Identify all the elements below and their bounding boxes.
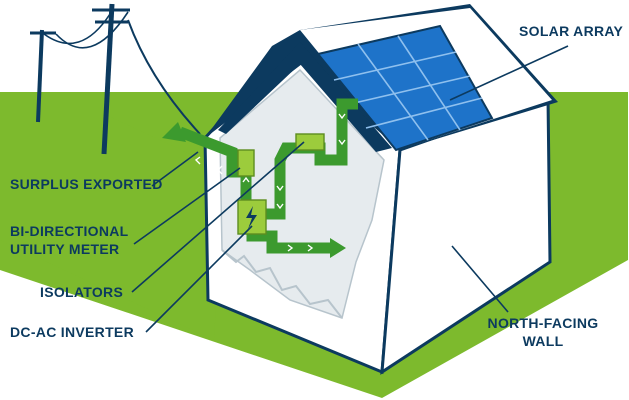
label-solar-array: SOLAR ARRAY [519, 23, 624, 39]
inverter-box [237, 199, 267, 235]
flow-arrow-markers [194, 113, 346, 252]
flow-end-arrow-head [330, 238, 346, 258]
bi-directional-meter [237, 149, 255, 177]
label-meter-line1: BI-DIRECTIONAL [10, 223, 129, 239]
label-isolators: ISOLATORS [40, 284, 124, 300]
label-wall-line2: WALL [522, 333, 564, 349]
isolator-box [295, 133, 325, 151]
label-surplus-exported: SURPLUS EXPORTED [10, 176, 163, 192]
energy-flow-path [178, 98, 358, 254]
export-arrow-head [162, 122, 186, 142]
cutaway-edge [221, 249, 343, 319]
solar-panel-array [316, 24, 494, 152]
roof-inner-shade [218, 42, 392, 152]
label-meter-line2: UTILITY METER [10, 241, 120, 257]
lightning-icon [246, 206, 257, 229]
ground-strip [0, 112, 224, 340]
leader-lines [131, 45, 569, 333]
label-wall-line1: NORTH-FACING [487, 315, 599, 331]
label-dc-ac-inverter: DC-AC INVERTER [10, 324, 134, 340]
utility-poles [30, 3, 201, 155]
